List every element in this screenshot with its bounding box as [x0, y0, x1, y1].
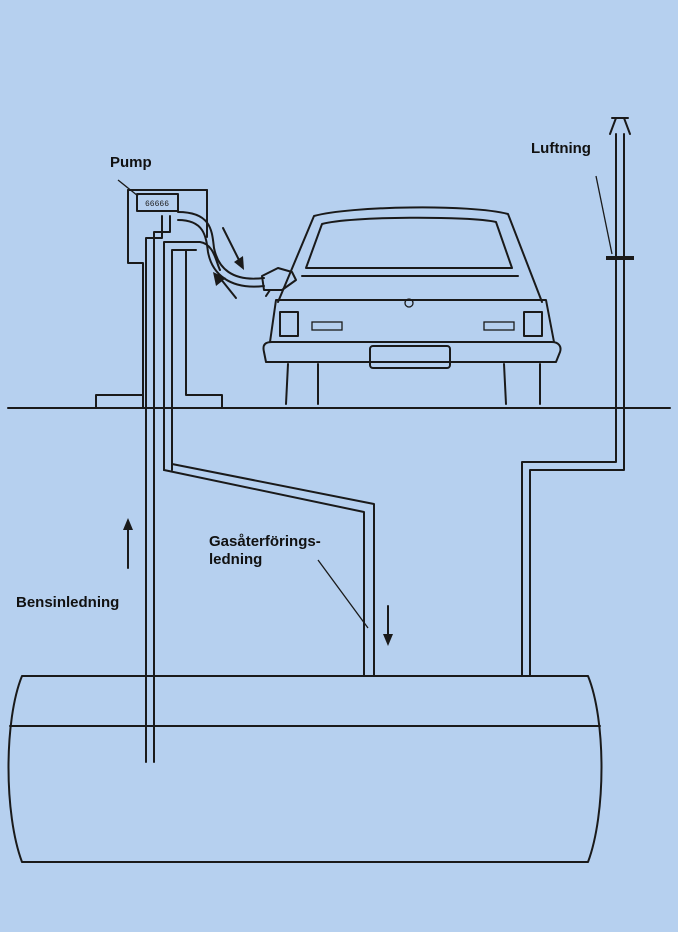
- car-roof: [277, 206, 543, 303]
- label-gasaterforingsledning: Gasåterförings- ledning: [209, 533, 321, 569]
- underground-tank: [7, 675, 603, 863]
- car-rear-view: [262, 206, 562, 405]
- label-gasaterforing-line1: Gasåterförings-: [209, 533, 321, 550]
- wheel-left: [285, 363, 289, 405]
- car-rear-window: [305, 216, 513, 269]
- label-pump: Pump: [110, 154, 152, 171]
- tail-light-right: [523, 311, 543, 337]
- flow-arrow-down-return: [383, 605, 393, 646]
- pump-meter-display: 66666: [117, 179, 179, 212]
- flow-arrow-up-supply: [123, 518, 133, 569]
- label-gasaterforing-line2: ledning: [209, 551, 263, 568]
- license-plate: [369, 345, 451, 369]
- label-bensinledning: Bensinledning: [16, 594, 120, 611]
- fuel-nozzle: [261, 267, 297, 297]
- fuel-cap: [404, 298, 414, 308]
- vent-pipe: [521, 117, 634, 677]
- label-luftning: Luftning: [531, 140, 591, 157]
- pump-housing: [95, 189, 223, 409]
- car-bumper: [262, 341, 562, 363]
- svg-text:66666: 66666: [145, 200, 169, 209]
- vapor-return-line: [163, 241, 375, 677]
- tail-light-left: [279, 311, 299, 337]
- wheel-right: [503, 363, 507, 405]
- flow-arrow-from-car: [213, 272, 237, 299]
- fuel-hose: [177, 211, 265, 288]
- fuel-supply-line: [145, 215, 171, 763]
- flow-arrow-to-car: [222, 227, 244, 270]
